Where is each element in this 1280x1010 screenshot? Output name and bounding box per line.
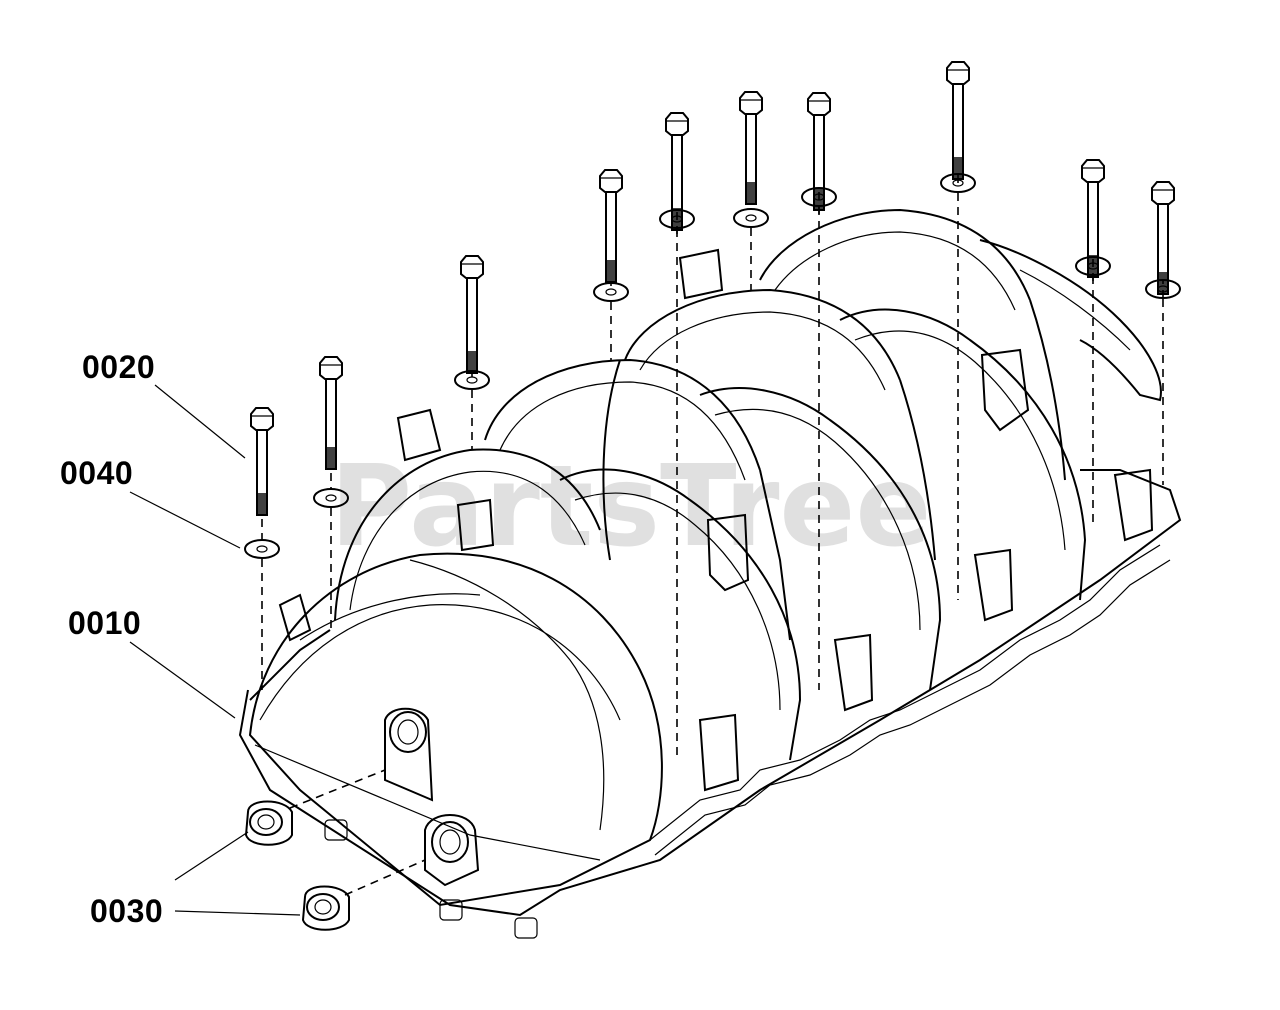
washer-hole-6 xyxy=(745,214,757,222)
spacer-centerline-upper xyxy=(289,769,386,809)
washer-hole-1 xyxy=(256,545,268,553)
bolt-head-6 xyxy=(739,91,763,115)
callout-label-0040: 0040 xyxy=(60,455,133,491)
washer-hole-7 xyxy=(813,193,825,201)
spacer-centerline-lower xyxy=(344,859,426,896)
leader-line-0020 xyxy=(154,384,246,459)
bolt-head-4 xyxy=(599,169,623,193)
washer-hole-3 xyxy=(466,376,478,384)
callout-label-0020: 0020 xyxy=(82,349,155,385)
washer-hole-4 xyxy=(605,288,617,296)
bolt-head-10 xyxy=(1151,181,1175,205)
bolt-head-5 xyxy=(665,112,689,136)
leader-line-0040 xyxy=(129,491,241,549)
washer-7 xyxy=(801,187,837,207)
bolt-thread-6 xyxy=(746,182,756,204)
bolt-thread-8 xyxy=(953,157,963,179)
callout-0010[interactable]: 0010 xyxy=(68,605,236,719)
spacer-upper[interactable] xyxy=(244,800,293,846)
spacer-lower[interactable] xyxy=(301,885,350,931)
leader-line-0030-b xyxy=(174,910,301,916)
callout-0020[interactable]: 0020 xyxy=(82,349,246,459)
bolt-head-8 xyxy=(946,61,970,85)
washer-4 xyxy=(593,282,629,302)
leader-line-0010 xyxy=(129,641,236,719)
washer-5 xyxy=(659,209,695,229)
watermark: PartsTree xyxy=(330,442,931,572)
washer-1 xyxy=(244,539,280,559)
bolt-head-1 xyxy=(250,407,274,431)
bolt-and-washer-set[interactable] xyxy=(244,61,1181,760)
bolt-thread-3 xyxy=(467,351,477,373)
bolt-head-2 xyxy=(319,356,343,380)
intake-manifold[interactable] xyxy=(238,208,1182,939)
washer-hole-5 xyxy=(671,215,683,223)
bolt-thread-2 xyxy=(326,447,336,469)
bolt-head-3 xyxy=(460,255,484,279)
washer-hole-10 xyxy=(1157,285,1169,293)
washer-hole-9 xyxy=(1087,262,1099,270)
leader-line-0030-a xyxy=(174,831,249,881)
washer-6 xyxy=(733,208,769,228)
washer-hole-2 xyxy=(325,494,337,502)
washer-hole-8 xyxy=(952,179,964,187)
callout-label-0030: 0030 xyxy=(90,893,163,929)
callout-0030[interactable]: 0030 xyxy=(90,831,301,929)
callout-0040[interactable]: 0040 xyxy=(60,455,241,549)
bolt-thread-4 xyxy=(606,260,616,282)
washer-10 xyxy=(1145,279,1181,299)
washer-3 xyxy=(454,370,490,390)
washer-2 xyxy=(313,488,349,508)
washer-8 xyxy=(940,173,976,193)
bolt-head-7 xyxy=(807,92,831,116)
washer-9 xyxy=(1075,256,1111,276)
bolt-head-9 xyxy=(1081,159,1105,183)
callout-label-0010: 0010 xyxy=(68,605,141,641)
bolt-thread-1 xyxy=(257,493,267,515)
